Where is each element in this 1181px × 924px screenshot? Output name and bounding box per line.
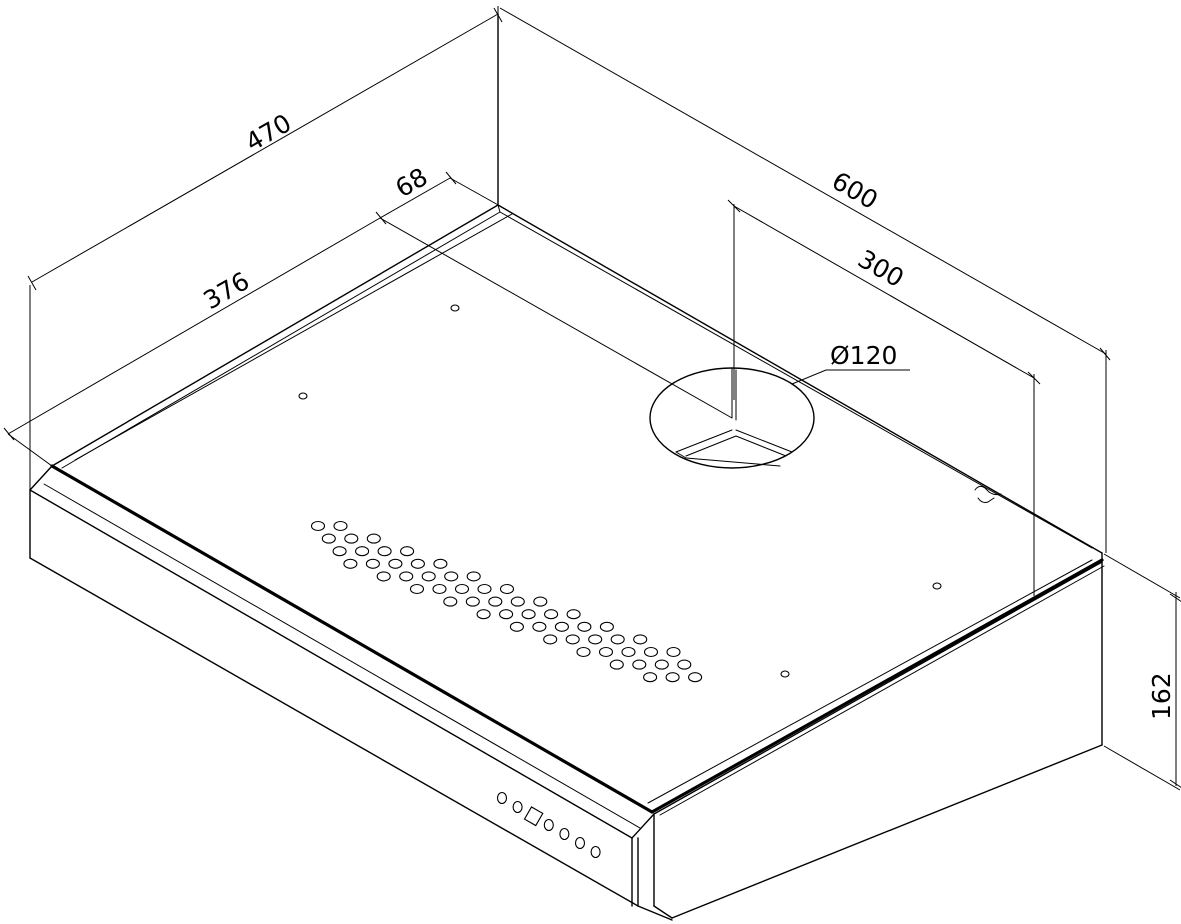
front-edge-thick xyxy=(50,464,654,814)
vent-hole xyxy=(410,558,425,569)
vent-hole xyxy=(532,621,547,632)
vent-hole xyxy=(332,546,347,557)
dim-label-470: 470 xyxy=(241,108,297,157)
vent-hole xyxy=(543,634,558,645)
control-button xyxy=(574,836,586,850)
vent-hole xyxy=(454,583,470,595)
hood-body xyxy=(29,13,1105,921)
vent-hole xyxy=(400,546,415,557)
vent-hole xyxy=(599,621,614,632)
vent-hole xyxy=(621,646,636,658)
dimension-labels: 470 600 68 376 300 Ø120 162 xyxy=(199,108,1177,720)
vent-hole xyxy=(432,583,447,595)
vent-hole xyxy=(633,634,648,645)
vent-hole xyxy=(310,520,326,532)
control-button xyxy=(559,827,570,841)
vent-hole xyxy=(510,596,525,607)
vent-hole xyxy=(344,533,359,544)
vent-hole xyxy=(466,571,481,582)
vent-hole xyxy=(632,659,647,670)
vent-hole xyxy=(443,596,458,607)
vent-hole xyxy=(666,646,681,658)
vent-hole xyxy=(665,672,680,683)
vent-hole xyxy=(643,646,659,658)
vent-hole xyxy=(643,672,658,683)
dim-line-300 xyxy=(733,205,1035,379)
vent-hole xyxy=(365,558,380,569)
vent-hole xyxy=(355,546,370,557)
vent-hole xyxy=(377,546,392,557)
control-display xyxy=(523,806,544,827)
vent-hole xyxy=(499,583,515,595)
vent-hole xyxy=(444,571,459,582)
vent-hole xyxy=(577,621,592,632)
vent-hole-grid xyxy=(310,520,703,683)
vent-hole xyxy=(343,558,358,569)
vent-hole xyxy=(499,609,514,620)
dim-label-162: 162 xyxy=(1147,672,1176,720)
vent-hole xyxy=(488,596,503,607)
vent-hole xyxy=(333,520,348,532)
vent-hole xyxy=(576,646,591,658)
vent-hole xyxy=(610,634,625,645)
vent-hole xyxy=(388,558,403,569)
vent-hole xyxy=(399,571,414,582)
vent-hole xyxy=(476,609,491,620)
vent-hole xyxy=(609,659,624,670)
vent-hole xyxy=(421,571,436,582)
control-button xyxy=(496,791,508,805)
vent-hole xyxy=(677,659,692,670)
dim-label-68: 68 xyxy=(391,162,433,203)
dim-label-diameter: Ø120 xyxy=(830,341,897,370)
dim-line-470 xyxy=(31,13,499,283)
top-panel-outline xyxy=(51,204,1103,554)
vent-hole xyxy=(554,621,569,632)
vent-hole xyxy=(376,571,391,582)
dim-line-68 xyxy=(379,177,451,219)
dim-label-600: 600 xyxy=(827,166,883,215)
mounting-hole xyxy=(450,304,460,312)
mounting-hole xyxy=(932,582,942,590)
vent-hole xyxy=(566,609,581,620)
vent-hole xyxy=(565,634,580,645)
vent-hole xyxy=(321,533,336,544)
control-button xyxy=(512,800,523,814)
vent-hole xyxy=(477,583,492,595)
vent-hole xyxy=(521,609,536,620)
vent-hole xyxy=(366,533,381,544)
control-button xyxy=(590,845,601,859)
vent-hole xyxy=(688,672,703,683)
control-panel xyxy=(496,791,601,859)
duct-opening xyxy=(649,367,815,469)
vent-hole xyxy=(509,621,524,632)
vent-hole xyxy=(544,609,559,620)
vent-hole xyxy=(465,596,480,607)
mounting-holes xyxy=(298,304,942,678)
dim-label-300: 300 xyxy=(853,244,909,293)
vent-hole xyxy=(588,634,603,645)
vent-hole xyxy=(533,596,548,607)
mounting-hole xyxy=(780,670,790,678)
vent-hole xyxy=(409,583,425,595)
control-button xyxy=(543,818,554,832)
leader-diameter xyxy=(791,369,910,385)
keyhole-slot xyxy=(974,485,1002,503)
vent-hole xyxy=(433,558,448,569)
dim-label-376: 376 xyxy=(199,266,255,315)
dimension-lines xyxy=(3,6,1181,791)
mounting-hole xyxy=(298,392,308,400)
dim-line-600 xyxy=(499,7,1107,355)
vent-hole xyxy=(654,659,669,670)
vent-hole xyxy=(598,646,614,658)
dim-line-376 xyxy=(7,217,381,435)
